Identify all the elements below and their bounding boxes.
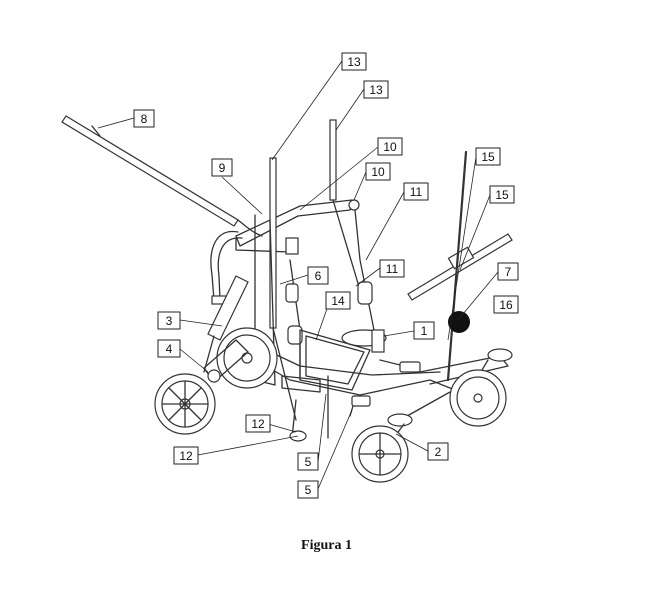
callout-4: 4 bbox=[157, 339, 181, 358]
callout-1: 1 bbox=[413, 321, 435, 340]
leader-lines bbox=[97, 60, 499, 490]
callout-label: 10 bbox=[383, 140, 397, 154]
callout-label: 2 bbox=[435, 445, 442, 459]
callout-label: 5 bbox=[305, 483, 312, 497]
figure-caption: Figura 1 bbox=[301, 538, 352, 553]
callout-7: 7 bbox=[497, 262, 519, 281]
callout-label: 4 bbox=[166, 342, 173, 356]
callout-16: 16 bbox=[493, 295, 519, 314]
callout-label: 1 bbox=[421, 324, 428, 338]
callout-2: 2 bbox=[427, 442, 449, 461]
black-ball bbox=[448, 311, 470, 333]
callout-13-top: 13 bbox=[341, 52, 367, 71]
callout-14: 14 bbox=[325, 291, 351, 310]
callout-12-left: 12 bbox=[173, 446, 199, 465]
callout-label: 13 bbox=[347, 55, 361, 69]
callout-label: 15 bbox=[481, 150, 495, 164]
push-handle bbox=[61, 115, 263, 237]
callout-label: 8 bbox=[141, 112, 148, 126]
handlebar bbox=[407, 150, 513, 382]
callout-label: 11 bbox=[410, 185, 423, 199]
callout-10: 10 bbox=[365, 162, 391, 181]
callout-11: 11 bbox=[379, 259, 405, 278]
callout-9: 9 bbox=[211, 158, 233, 177]
callout-label: 12 bbox=[251, 417, 265, 431]
device-drawing bbox=[61, 115, 513, 483]
callout-13: 13 bbox=[363, 80, 389, 99]
callout-label: 5 bbox=[305, 455, 312, 469]
callout-11-top: 11 bbox=[403, 182, 429, 201]
top-frame bbox=[235, 199, 360, 255]
callout-label: 9 bbox=[219, 161, 226, 175]
callout-label: 14 bbox=[331, 294, 345, 308]
callout-label: 13 bbox=[369, 83, 383, 97]
callout-12-right: 12 bbox=[245, 414, 271, 433]
callout-label: 6 bbox=[315, 269, 322, 283]
callout-6: 6 bbox=[307, 266, 329, 285]
callout-label: 3 bbox=[166, 314, 173, 328]
base-frame bbox=[229, 329, 456, 396]
callout-label: 16 bbox=[499, 298, 513, 312]
callout-label: 12 bbox=[179, 449, 193, 463]
callout-3: 3 bbox=[157, 311, 181, 330]
callout-label: 10 bbox=[371, 165, 385, 179]
callout-label: 15 bbox=[495, 188, 509, 202]
callout-5: 5 bbox=[297, 480, 319, 499]
callout-label: 7 bbox=[505, 265, 512, 279]
callout-15: 15 bbox=[489, 185, 515, 204]
callout-15-top: 15 bbox=[475, 147, 501, 166]
callout-8: 8 bbox=[133, 109, 155, 128]
rear-wheel-assembly bbox=[154, 327, 278, 435]
front-wheel-assembly bbox=[351, 348, 513, 483]
callout-5-top: 5 bbox=[297, 452, 319, 471]
callout-label: 11 bbox=[386, 262, 399, 276]
footrests bbox=[281, 375, 371, 442]
callout-10-top: 10 bbox=[377, 137, 403, 156]
